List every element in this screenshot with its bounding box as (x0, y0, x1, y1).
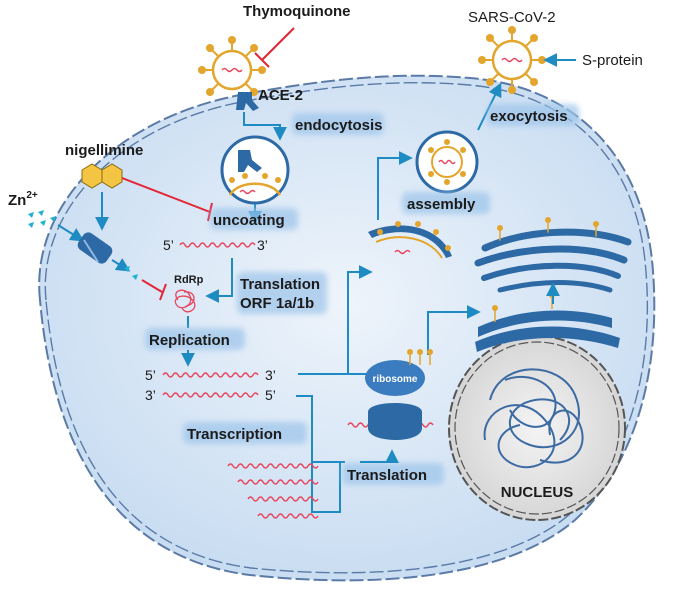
endosome-icon (220, 135, 290, 205)
plus-strand-5prime: 5’ (145, 367, 156, 383)
exocytosis-label: exocytosis (490, 108, 568, 125)
sars-cov-2-label: SARS-CoV-2 (468, 9, 556, 26)
zinc-label: Zn2+ (8, 190, 38, 209)
uncoating-label: uncoating (213, 212, 285, 229)
virus-icon (198, 36, 266, 96)
ace2-label: ACE-2 (258, 87, 303, 104)
released-virus-icon (478, 26, 546, 94)
assembly-virion-icon (415, 130, 479, 194)
chromatin (483, 368, 584, 469)
nascent-proteins (407, 349, 433, 365)
nigellimine-label: nigellimine (65, 142, 143, 159)
plus-strand-3prime: 3’ (265, 367, 276, 383)
replication-label: Replication (149, 332, 230, 349)
assembly-label: assembly (407, 196, 476, 213)
orf-label: ORF 1a/1b (240, 295, 314, 312)
minus-strand-5prime: 5’ (265, 387, 276, 403)
ace2-receptor-icon (236, 92, 259, 111)
translation-orf-label: Translation (240, 276, 320, 293)
genome-5prime: 5’ (163, 237, 174, 253)
s-protein-label: S-protein (582, 52, 643, 69)
genome-3prime: 3’ (257, 237, 268, 253)
nigellimine-hexagon-icon (81, 163, 123, 189)
thymoquinone-label: Thymoquinone (243, 3, 351, 20)
rdrp-polymerase-icon (174, 289, 196, 313)
zinc-ion-icon (28, 210, 56, 228)
rdrp-label: RdRp (174, 274, 204, 286)
zinc-channel-icon (77, 232, 113, 264)
nucleus-label: NUCLEUS (501, 484, 574, 501)
endocytosis-label: endocytosis (295, 117, 383, 134)
minus-strand-3prime: 3’ (145, 387, 156, 403)
zinc-ion-inside-icon (124, 266, 138, 280)
zinc-inhibition (141, 279, 167, 301)
nigellimine-inhibition (121, 177, 213, 222)
cell-membrane-inner (44, 82, 649, 574)
transcription-label: Transcription (187, 426, 282, 443)
nucleus: NUCLEUS (448, 335, 626, 521)
thymoquinone-inhibition (254, 27, 295, 68)
translation-label: Translation (347, 467, 427, 484)
ribosome-icon: ribosome (347, 360, 434, 440)
subgenomic-rna-strands (227, 463, 319, 519)
vesicle-icon (368, 221, 452, 259)
ribosome-label: ribosome (372, 374, 417, 385)
